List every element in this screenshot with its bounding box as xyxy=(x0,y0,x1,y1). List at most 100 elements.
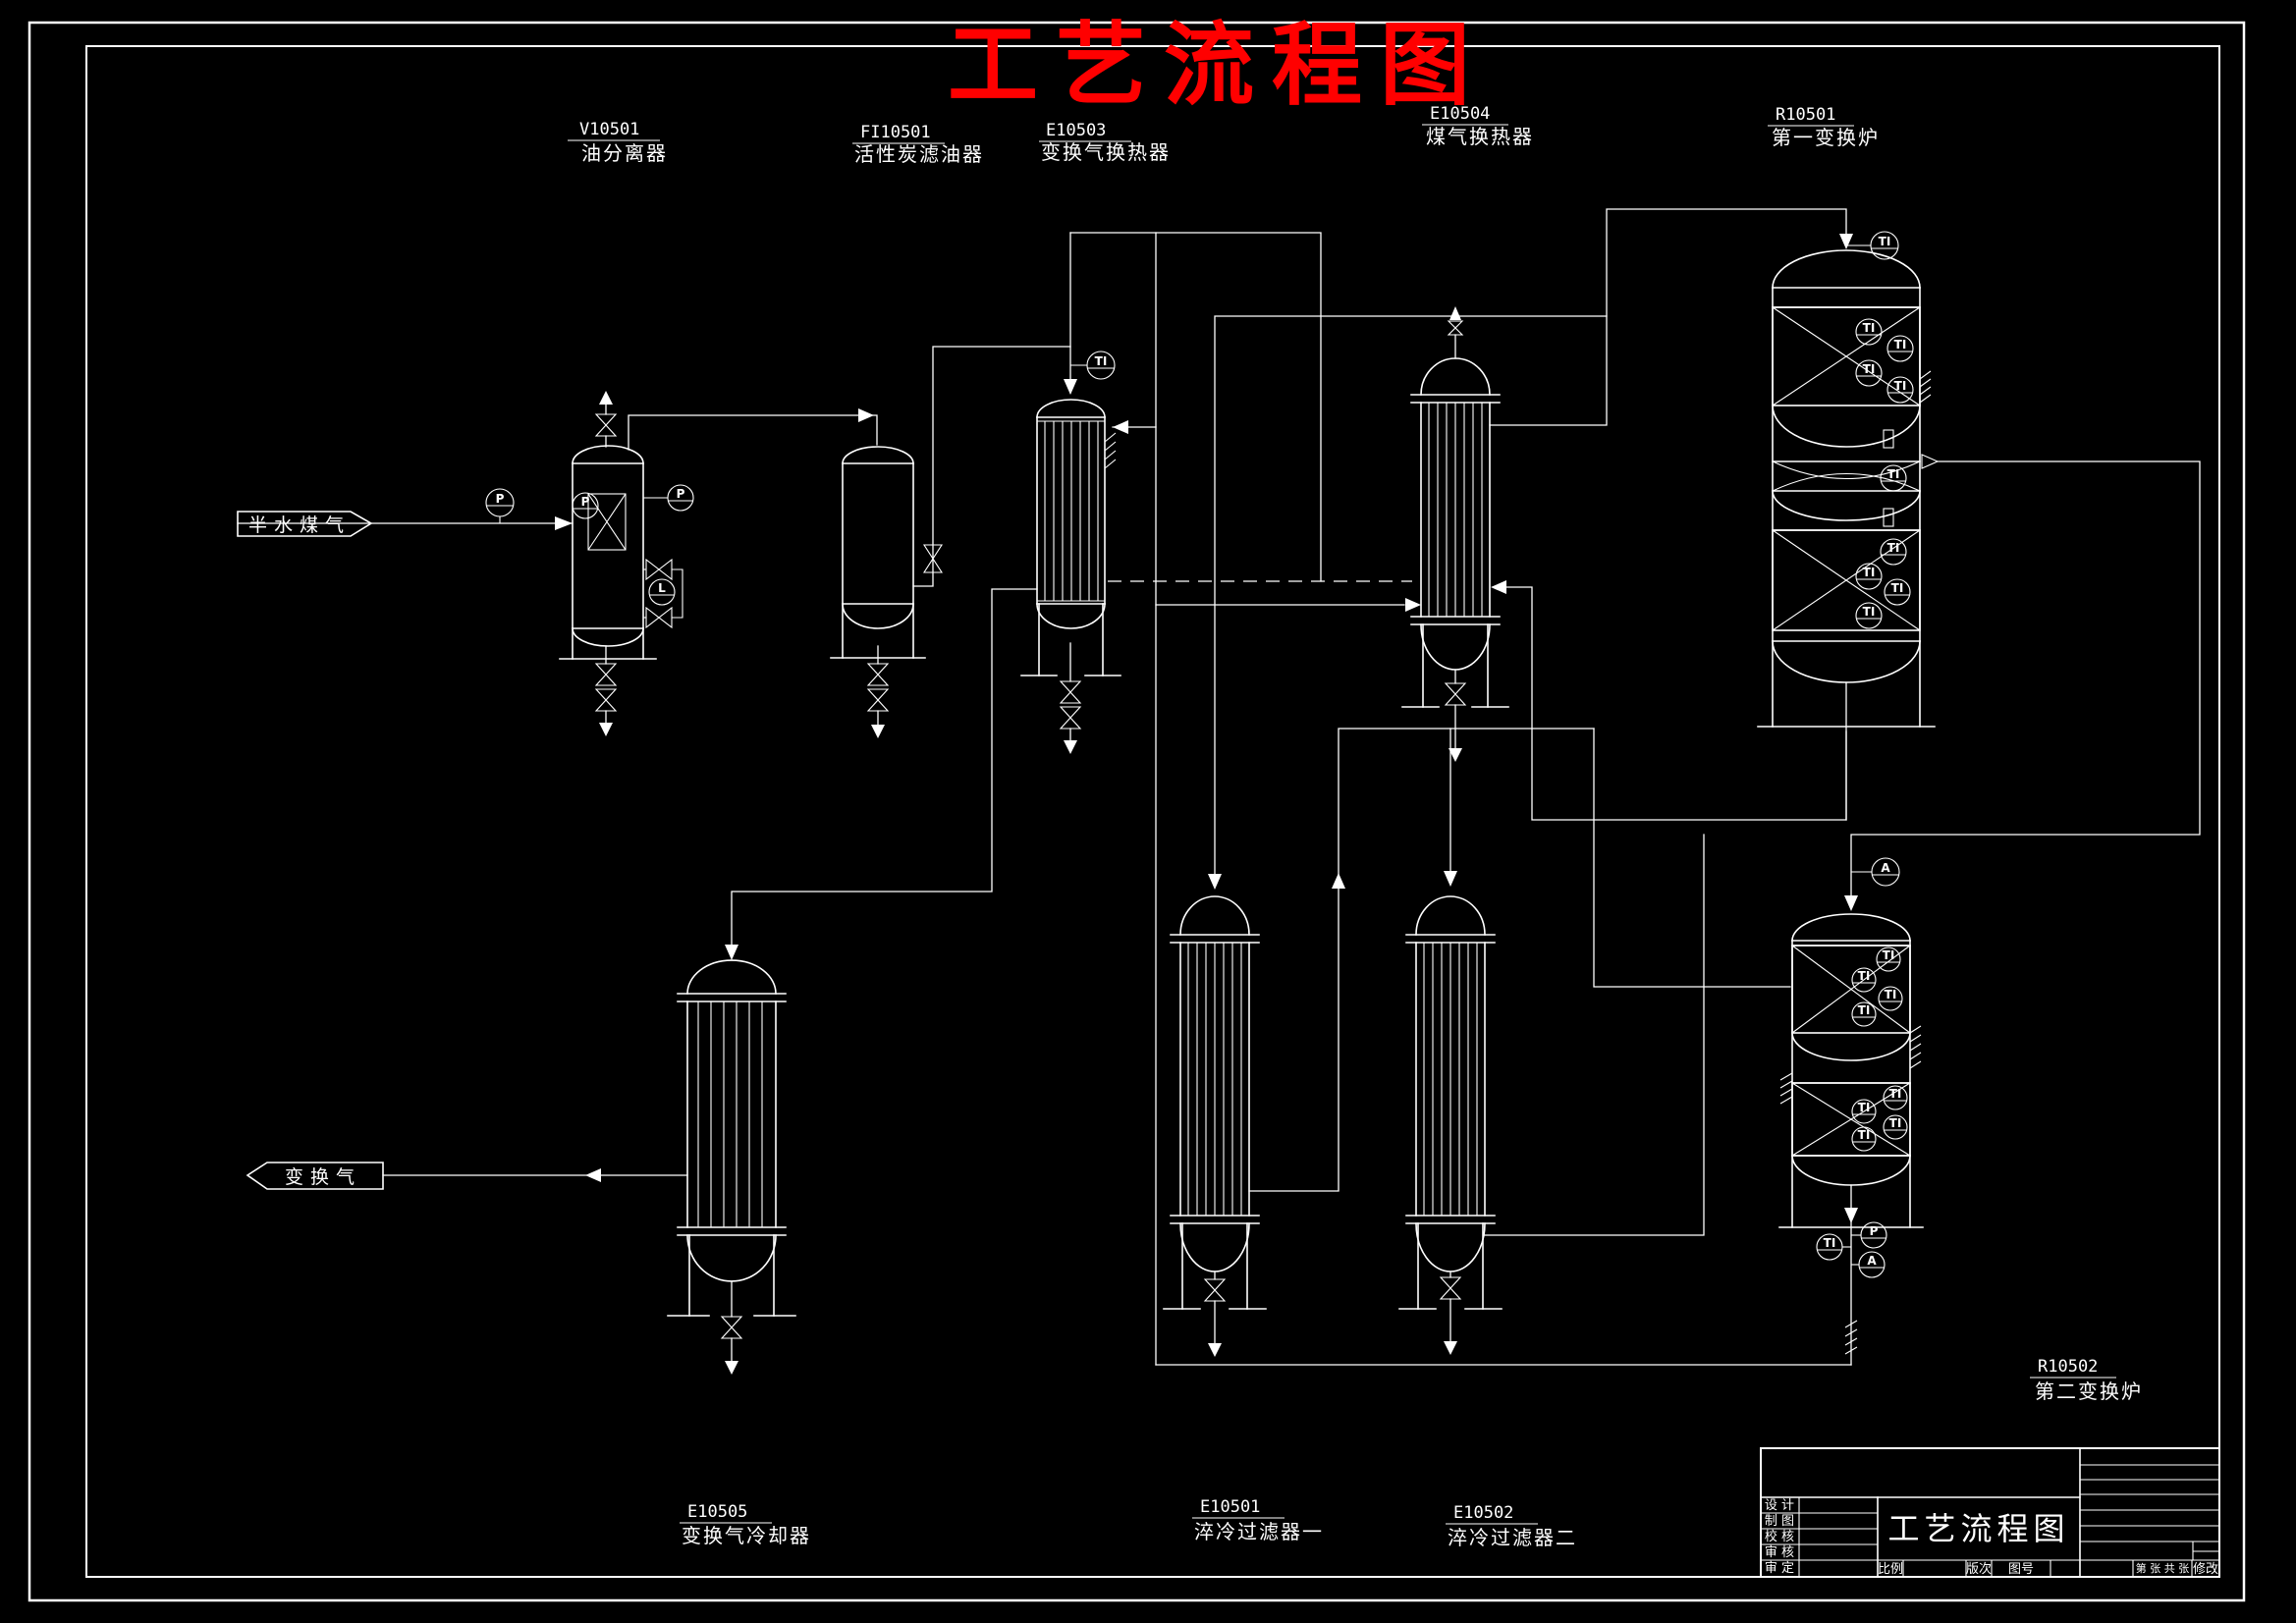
page-title: 工艺流程图 xyxy=(948,12,1488,118)
titleblock-modify-label: 修改 xyxy=(2193,1562,2218,1577)
temperature-indicator-icon: TI xyxy=(1851,1126,1877,1152)
valve-icon xyxy=(1203,1278,1227,1302)
svg-text:TI: TI xyxy=(1858,1003,1871,1017)
svg-text:FI10501: FI10501 xyxy=(860,123,931,142)
tube-bundle xyxy=(1423,943,1478,1216)
svg-text:P: P xyxy=(581,495,590,509)
svg-text:第一变换炉: 第一变换炉 xyxy=(1772,126,1880,149)
titleblock-drawing-title: 工艺流程图 xyxy=(1887,1510,2069,1547)
tube-bundle xyxy=(1187,943,1242,1216)
tube-bundle xyxy=(1044,421,1099,601)
valve-icon xyxy=(922,544,944,573)
pressure-indicator-icon: P xyxy=(485,488,515,523)
temperature-indicator-icon: TI xyxy=(1880,538,1907,566)
svg-text:第二变换炉: 第二变换炉 xyxy=(2035,1380,2143,1403)
exchanger-e10503 xyxy=(1020,399,1121,754)
support-hatch xyxy=(1919,370,1932,404)
exchanger-e10505 xyxy=(667,959,796,1375)
nozzle-arrow xyxy=(1921,454,1940,469)
nozzle xyxy=(1883,508,1894,527)
svg-text:TI: TI xyxy=(1863,566,1876,579)
reactor-r10502 xyxy=(1778,913,1924,1355)
analysis-indicator-icon: A xyxy=(1851,1251,1886,1278)
titleblock-sheet-label: 第 张 共 张 xyxy=(2136,1561,2190,1575)
label-e10502: E10502 淬冷过滤器二 xyxy=(1446,1503,1575,1549)
svg-text:TI: TI xyxy=(1858,969,1871,983)
temperature-indicator-icon: TI xyxy=(1886,376,1914,404)
temperature-indicator-icon: TI xyxy=(1886,335,1914,362)
temperature-indicator-icon: TI xyxy=(1883,1085,1908,1110)
pressure-indicator-icon: P xyxy=(1851,1221,1887,1249)
svg-text:E10501: E10501 xyxy=(1200,1497,1260,1517)
svg-text:TI: TI xyxy=(1863,362,1876,376)
svg-text:TI: TI xyxy=(1894,379,1907,393)
demister-box xyxy=(587,493,627,551)
valve-icon xyxy=(594,413,618,437)
svg-text:P: P xyxy=(496,492,505,506)
valve-icon xyxy=(720,1316,743,1339)
label-e10501: E10501 淬冷过滤器一 xyxy=(1192,1497,1322,1543)
svg-text:变换气换热器: 变换气换热器 xyxy=(1041,140,1171,164)
svg-text:R10501: R10501 xyxy=(1776,105,1835,125)
temperature-indicator-icon: TI xyxy=(1855,359,1883,387)
support-hatch xyxy=(1909,1025,1922,1069)
svg-text:煤气换热器: 煤气换热器 xyxy=(1426,125,1534,148)
nozzle xyxy=(1883,429,1894,449)
svg-text:P: P xyxy=(677,487,685,501)
level-indicator-icon: L xyxy=(648,578,676,606)
svg-text:TI: TI xyxy=(1887,467,1900,481)
svg-text:TI: TI xyxy=(1889,1116,1902,1130)
svg-text:TI: TI xyxy=(1858,1128,1871,1142)
drawing-frame xyxy=(27,21,2246,1602)
svg-text:TI: TI xyxy=(1863,605,1876,619)
vessel-v10501-oil-separator xyxy=(555,391,683,736)
svg-text:TI: TI xyxy=(1887,541,1900,555)
temperature-indicator-icon: TI xyxy=(1816,1233,1851,1261)
svg-text:R10502: R10502 xyxy=(2038,1357,2098,1377)
svg-text:TI: TI xyxy=(1894,338,1907,352)
svg-text:TI: TI xyxy=(1883,948,1895,962)
flow-arrow xyxy=(858,408,874,422)
svg-text:TI: TI xyxy=(1858,1101,1871,1114)
process-lines xyxy=(237,208,2201,1366)
temperature-indicator-icon: TI xyxy=(1070,351,1116,380)
exchanger-e10501 xyxy=(1163,895,1267,1357)
valve-icon xyxy=(866,663,890,686)
titleblock-scale-label: 比例 xyxy=(1878,1562,1903,1577)
svg-text:TI: TI xyxy=(1891,581,1904,595)
temperature-indicator-icon: TI xyxy=(1855,563,1883,590)
label-r10502: R10502 第二变换炉 xyxy=(2030,1357,2143,1403)
svg-text:V10501: V10501 xyxy=(579,120,639,139)
catalyst-bed xyxy=(1772,306,1921,406)
svg-text:TI: TI xyxy=(1889,1087,1902,1101)
svg-text:变换气冷却器: 变换气冷却器 xyxy=(682,1524,811,1547)
catalyst-bed xyxy=(1791,945,1911,1034)
catalyst-bed xyxy=(1772,529,1921,631)
temperature-indicator-icon: TI xyxy=(1851,1001,1877,1027)
feed-stream-flag: 半水煤气 xyxy=(237,511,373,537)
svg-text:TI: TI xyxy=(1879,235,1891,248)
label-r10501: R10501 第一变换炉 xyxy=(1768,105,1880,149)
titleblock-revision-label: 版次 xyxy=(1966,1561,1992,1577)
titleblock-row-design: 设 计 xyxy=(1765,1498,1794,1513)
label-e10505: E10505 变换气冷却器 xyxy=(680,1502,811,1547)
svg-text:E10505: E10505 xyxy=(687,1502,747,1522)
feed-stream-label: 半水煤气 xyxy=(248,514,351,536)
label-e10503: E10503 变换气换热器 xyxy=(1039,121,1171,164)
temperature-indicator-icon: TI xyxy=(1851,967,1877,993)
inlet-arrow xyxy=(555,516,573,530)
pressure-indicator-icon: P xyxy=(643,484,694,512)
svg-text:活性炭滤油器: 活性炭滤油器 xyxy=(854,142,984,166)
svg-text:E10502: E10502 xyxy=(1453,1503,1513,1523)
temperature-indicator-icon: TI xyxy=(1855,602,1883,629)
product-stream-label: 变换气 xyxy=(285,1166,361,1188)
analysis-indicator-icon: A xyxy=(1851,857,1900,887)
equipment-labels: V10501 油分离器 FI10501 活性炭滤油器 E10503 变换气换热器… xyxy=(568,104,2143,1549)
exchanger-e10502 xyxy=(1398,895,1503,1355)
tube-bundle xyxy=(1428,403,1483,617)
titleblock-row-approve: 审 定 xyxy=(1765,1561,1794,1576)
tube-bundle xyxy=(697,1001,763,1227)
temperature-indicator-icon: TI xyxy=(1876,947,1901,972)
svg-text:TI: TI xyxy=(1095,354,1108,368)
instrument-bubbles: P P P L TI TI TI TI TI TI T xyxy=(485,231,1914,1278)
